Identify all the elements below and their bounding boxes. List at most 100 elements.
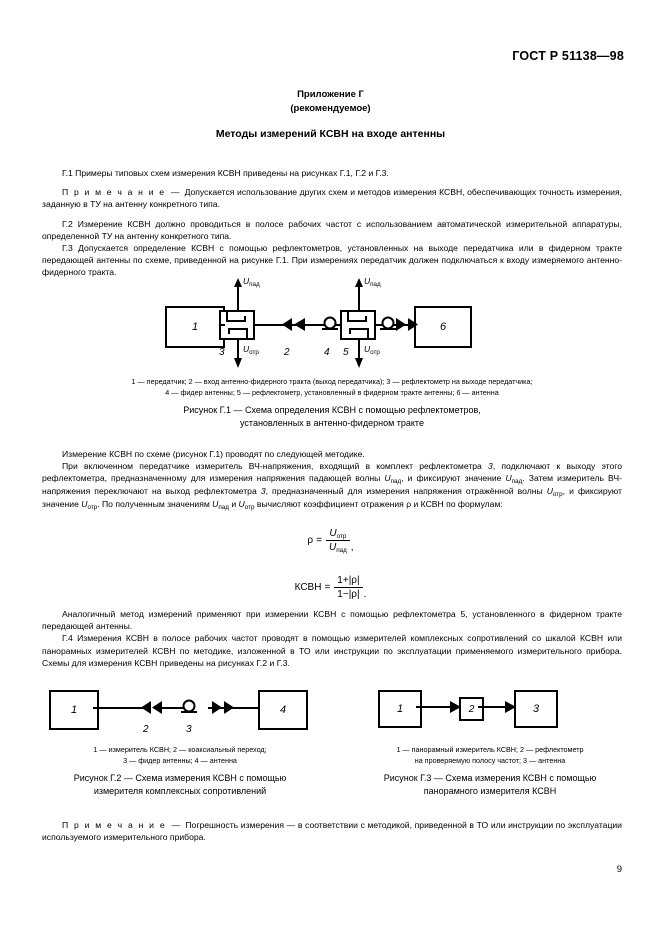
figure-g2-caption: Рисунок Г.2 — Схема измерения КСВН с пом… [30, 772, 330, 798]
figure-g1-u-incident-label-5: Uпад [364, 276, 381, 288]
figure-g3-diagram: 1 2 3 [355, 688, 625, 748]
figure-g1-label-2: 2 [284, 347, 290, 358]
figure-g2-box-4-label: 4 [279, 704, 287, 716]
method-ref-3b: 3 [260, 486, 266, 497]
figure-g3-arrow-2-3-icon [505, 701, 516, 713]
figure-g3-box-3-label: 3 [532, 703, 540, 715]
figure-g2-direction-arrows-right-icon [212, 701, 234, 714]
method-text-9: вычисляют коэффициент отражения ρ и КСВН… [254, 499, 503, 510]
figure-g1-direction-arrows-left-icon [282, 318, 305, 331]
formula-1-numerator: Uотр [329, 528, 347, 540]
formula-1-lhs: ρ [307, 535, 314, 546]
standard-number-header: ГОСТ Р 51138—98 [512, 49, 624, 63]
formula-2-period: . [363, 589, 367, 600]
figure-g1-label-5: 5 [343, 347, 349, 358]
note-2-label: П р и м е ч а н и е [62, 820, 167, 830]
final-note-block: П р и м е ч а н и е — Погрешность измере… [42, 819, 622, 843]
figure-g2-diagram: 1 4 2 3 [42, 688, 322, 748]
figure-g3-box-2-label: 2 [468, 703, 475, 715]
note-2: П р и м е ч а н и е — Погрешность измере… [42, 819, 622, 843]
figure-g1-wire-box1-refl3 [219, 324, 225, 326]
figure-g3-caption: Рисунок Г.3 — Схема измерения КСВН с пом… [340, 772, 640, 798]
figure-g2-wire-middle [162, 707, 191, 709]
paragraph-method-intro: Измерение КСВН по схеме (рисунок Г.1) пр… [62, 449, 365, 459]
figure-g2-coax-transition-icon [181, 699, 197, 713]
figure-g1-direction-arrows-right-icon [396, 318, 418, 331]
figure-g1-u-reflected-label-3: Uотр [243, 344, 259, 356]
figure-g1-u-reflected-arrow-3-icon [234, 338, 242, 368]
method-text-5: , предназначенный для измерения напряжен… [265, 486, 547, 497]
figure-g3-box-1: 1 [378, 690, 422, 728]
paragraph-g2: Г.2 Измерение КСВН должно проводиться в … [42, 218, 622, 241]
figure-g1-coax-transition-4-icon [322, 316, 338, 330]
appendix-heading: Приложение Г (рекомендуемое) [0, 88, 661, 116]
figure-g2-wire-right [208, 707, 260, 709]
figure-g3-legend-line-2: на проверяемую полосу частот; 3 — антенн… [414, 755, 566, 765]
formula-1-denominator: Uпад [325, 540, 350, 554]
figure-g3-caption-line-2: панорамного измерителя КСВН [423, 785, 557, 796]
appendix-label: Приложение Г [297, 89, 364, 100]
figure-g2-caption-line-2: измерителя комплексных сопротивлений [93, 785, 267, 796]
note-2-dash: — [166, 820, 186, 830]
method-text-1: При включенном передатчике измеритель ВЧ… [62, 461, 489, 472]
figure-g1-caption: Рисунок Г.1 — Схема определения КСВН с п… [42, 404, 622, 430]
figure-g3-wire-2-3 [478, 706, 510, 708]
method-u-pad-1-sub: пад [390, 478, 402, 486]
figure-g1-label-3: 3 [219, 347, 225, 358]
formula-1-comma: , [350, 542, 354, 553]
method-u-otr-2-sub: отр [87, 504, 98, 512]
formula-2-numerator: 1+|ρ| [337, 575, 360, 586]
paragraph-g1: Г.1 Примеры типовых схем измерения КСВН … [62, 168, 389, 178]
figure-g1-u-reflected-arrow-5-icon [355, 338, 363, 368]
method-u-pad-3-sub: пад [218, 504, 229, 512]
method-u-otr-1-sub: отр [552, 491, 563, 499]
figure-g3-box-1-label: 1 [396, 703, 404, 715]
figure-g1-reflectometer-3-icon [219, 310, 255, 340]
paragraph-method-body: При включенном передатчике измеритель ВЧ… [42, 460, 622, 511]
formula-2-fraction: 1+|ρ| 1−|ρ| [334, 575, 363, 600]
note-1-label: П р и м е ч а н и е [62, 187, 166, 198]
note-1-text: Допускается использование других схем и … [42, 187, 622, 210]
figure-g2-direction-arrows-left-icon [141, 701, 162, 714]
figure-g1-legend-line-2: 4 — фидер антенны; 5 — рефлектометр, уст… [165, 387, 499, 397]
formula-1-equals: = [316, 535, 322, 546]
analog-text-block: Аналогичный метод измерений применяют пр… [42, 608, 622, 669]
method-u-pad-2: U [505, 473, 512, 484]
method-text-4: . Затем измеритель ВЧ-напряжения переклю… [42, 473, 622, 497]
method-u-otr-2: U [81, 499, 88, 510]
figure-g1-legend-line-1: 1 — передатчик; 2 — вход антенно-фидерно… [131, 377, 533, 386]
figure-g2-label-2: 2 [143, 724, 149, 735]
figure-g1-u-reflected-label-5: Uотр [364, 344, 380, 356]
formula-2-denominator: 1−|ρ| [334, 587, 363, 600]
appendix-status: (рекомендуемое) [290, 102, 371, 114]
figure-g2-legend-line-2: 3 — фидер антенны; 4 — антенна [123, 755, 237, 765]
method-u-pad-2-sub: пад [511, 478, 523, 486]
figure-g1-caption-line-1: Рисунок Г.1 — Схема определения КСВН с п… [183, 405, 481, 415]
figure-g1-u-incident-arrow-5-icon [355, 278, 363, 310]
figure-g3-box-3: 3 [514, 690, 558, 728]
note-1-dash: — [165, 187, 185, 198]
figure-g2-box-4: 4 [258, 690, 308, 730]
figure-g3-wire-1-2 [416, 706, 453, 708]
paragraph-analogous: Аналогичный метод измерений применяют пр… [42, 609, 622, 632]
figure-g1-caption-line-2: установленных в антенно-фидерном тракте [240, 417, 424, 428]
method-u-pad-1: U [384, 473, 391, 484]
paragraph-g4: Г.4 Измерения КСВН в полосе рабочих част… [42, 633, 622, 668]
method-text-7: . По полученным значениям [97, 499, 213, 510]
formula-1-expression: ρ= Uотр Uпад , [307, 528, 353, 554]
figure-g2-caption-line-1: Рисунок Г.2 — Схема измерения КСВН с пом… [73, 773, 287, 783]
page-number: 9 [616, 864, 622, 875]
figure-g2-wire-left [93, 707, 145, 709]
intro-text-block: Г.1 Примеры типовых схем измерения КСВН … [42, 167, 622, 279]
formula-2-expression: КСВН= 1+|ρ| 1−|ρ| . [294, 575, 367, 600]
method-text-6: , и фиксируют значение [42, 486, 622, 510]
figure-g2-legend: 1 — измеритель КСВН; 2 — коаксиальный пе… [30, 745, 330, 767]
figure-g3-box-2: 2 [459, 697, 484, 721]
method-text-3: , и фиксируют значение [401, 473, 506, 484]
figure-g1-wire-refl5-box6 [375, 324, 416, 326]
formula-2-lhs: КСВН [294, 582, 322, 593]
method-u-pad-3: U [212, 499, 219, 510]
figure-g2-legend-line-1: 1 — измеритель КСВН; 2 — коаксиальный пе… [93, 745, 267, 754]
formula-vswr: КСВН= 1+|ρ| 1−|ρ| . [0, 575, 661, 600]
